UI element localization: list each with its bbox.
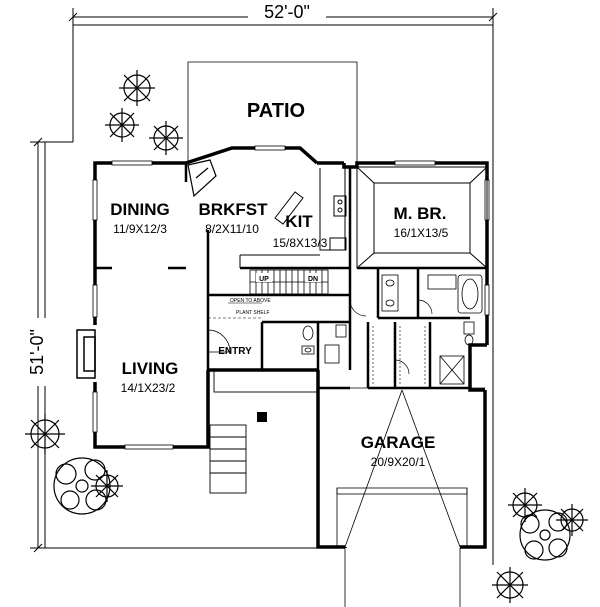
living-label: LIVING	[122, 359, 179, 378]
porch-post	[257, 412, 267, 422]
width-dimension-label: 52'-0"	[264, 2, 310, 22]
patio-slab	[187, 61, 358, 167]
door-swings	[207, 299, 433, 375]
stair-down-label: DN	[308, 276, 318, 283]
closet-shelves	[372, 326, 426, 384]
breakfast-size: 8/2X11/10	[205, 222, 259, 236]
shrub-icon	[492, 567, 528, 603]
shrub-icon	[149, 121, 183, 155]
front-walk	[209, 369, 319, 494]
driveway	[344, 548, 461, 607]
stair-up-label: UP	[259, 276, 269, 283]
patio-label: PATIO	[247, 100, 305, 122]
dining-label: DINING	[110, 200, 170, 219]
windows	[92, 145, 490, 450]
kitchen-counters	[239, 168, 347, 268]
living-size: 14/1X23/2	[121, 381, 176, 395]
kitchen-size: 15/8X13/3	[273, 236, 328, 250]
master-tray-ceiling	[356, 166, 488, 269]
master-bedroom-label: M. BR.	[394, 204, 447, 223]
shrub-icon	[25, 414, 65, 454]
interior-walls	[95, 163, 487, 390]
shrub-icon	[91, 470, 123, 502]
fireplace	[76, 329, 96, 379]
shrub-icon	[556, 504, 588, 536]
entry-label: ENTRY	[218, 346, 252, 357]
garage-size: 20/9X20/1	[371, 455, 426, 469]
shrub-icon	[119, 70, 155, 106]
master-bath-fixtures	[381, 274, 483, 385]
garage-label: GARAGE	[361, 433, 436, 452]
kitchen-label: KIT	[285, 212, 313, 231]
open-to-above-note: OPEN TO ABOVE	[230, 298, 271, 304]
powder-room-fixtures	[301, 324, 347, 364]
tree-icon	[519, 509, 571, 561]
shrub-icon	[105, 108, 139, 142]
master-bedroom-size: 16/1X13/5	[394, 226, 449, 240]
depth-dimension-label: 51'-0"	[27, 329, 47, 375]
dining-size: 11/9X12/3	[113, 222, 167, 236]
corner-cabinet	[187, 159, 217, 198]
breakfast-label: BRKFST	[199, 200, 269, 219]
garage-interior	[318, 387, 485, 548]
plant-shelf-note: PLANT SHELF	[236, 310, 270, 316]
